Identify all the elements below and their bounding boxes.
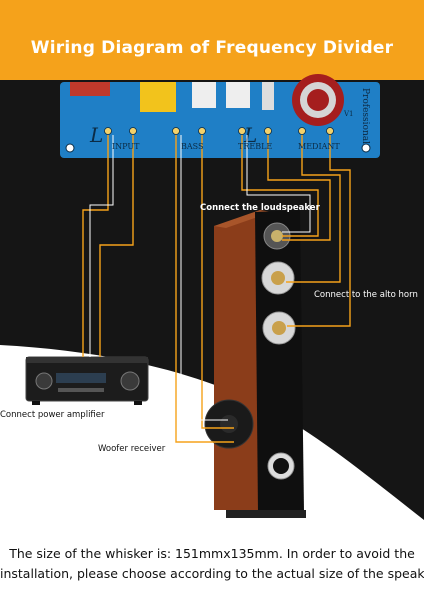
wire-white-2 bbox=[180, 135, 228, 421]
tweeter-dome bbox=[271, 230, 283, 242]
callout-loudspeaker: Connect the loudspeaker bbox=[200, 203, 320, 213]
amplifier-foot-right bbox=[134, 401, 142, 405]
board-inductor-left bbox=[70, 82, 110, 96]
callout-alto-horn: Connect to the alto horn bbox=[314, 290, 418, 300]
board-brand-text: Professional bbox=[360, 88, 370, 145]
terminal-treble-minus bbox=[264, 127, 272, 135]
caption-line-2: installation, please choose according to… bbox=[0, 566, 424, 581]
terminal-input-plus bbox=[104, 127, 112, 135]
board-resistor bbox=[262, 82, 274, 110]
wiring-lines-white bbox=[89, 135, 311, 421]
terminal-label-treble: TREBLE bbox=[238, 142, 273, 151]
board-terminals bbox=[104, 127, 334, 135]
size-caption: The size of the whisker is: 151mmx135mm.… bbox=[0, 544, 424, 584]
terminal-label-bass: BASS bbox=[181, 142, 204, 151]
board-screw-right bbox=[361, 143, 371, 153]
wire-input-plus bbox=[82, 135, 109, 357]
wire-white-3 bbox=[246, 135, 311, 233]
wire-bass-plus bbox=[175, 135, 234, 443]
terminal-mediant-plus bbox=[298, 127, 306, 135]
amplifier-display bbox=[56, 373, 106, 383]
amplifier-button-row bbox=[58, 388, 104, 392]
terminal-label-mediant: MEDIANT bbox=[298, 142, 340, 151]
amplifier-knob-left bbox=[35, 372, 53, 390]
board-capacitor-white-1 bbox=[192, 82, 216, 108]
callout-woofer: Woofer receiver bbox=[98, 444, 166, 454]
board-capacitor-yellow bbox=[140, 82, 176, 112]
board-capacitor-white-2 bbox=[226, 82, 250, 108]
wire-white-1 bbox=[89, 135, 114, 357]
title-banner bbox=[0, 0, 424, 80]
terminal-bass-minus bbox=[198, 127, 206, 135]
bass-port-hole bbox=[273, 458, 289, 474]
terminal-bass-plus bbox=[172, 127, 180, 135]
board-model-mark: V1 bbox=[344, 110, 354, 118]
page-title: Wiring Diagram of Frequency Divider bbox=[30, 38, 394, 58]
board-l-mark: L bbox=[89, 123, 103, 147]
speaker-base bbox=[226, 510, 306, 518]
wire-input-minus bbox=[99, 135, 134, 357]
board-coil-core bbox=[307, 89, 329, 111]
caption-line-1: The size of the whisker is: 151mmx135mm.… bbox=[9, 546, 415, 561]
board-screw-left bbox=[65, 143, 75, 153]
wire-treble-plus bbox=[241, 135, 319, 237]
mid-driver-1-cap bbox=[271, 271, 285, 285]
wire-mediant-minus bbox=[287, 135, 351, 327]
wire-bass-minus bbox=[201, 135, 234, 429]
amplifier-knob-right bbox=[120, 371, 140, 391]
woofer-cap bbox=[220, 415, 238, 433]
callout-amplifier: Connect power amplifier bbox=[0, 410, 105, 420]
mid-driver-2-cap bbox=[272, 321, 286, 335]
amplifier-top-edge bbox=[26, 357, 148, 363]
amplifier-foot-left bbox=[32, 401, 40, 405]
terminal-label-input: INPUT bbox=[112, 142, 140, 151]
terminal-treble-plus bbox=[238, 127, 246, 135]
terminal-input-minus bbox=[129, 127, 137, 135]
wire-mediant-plus bbox=[286, 135, 341, 283]
wire-treble-minus bbox=[267, 135, 331, 241]
wiring-lines bbox=[82, 135, 351, 443]
terminal-mediant-minus bbox=[326, 127, 334, 135]
